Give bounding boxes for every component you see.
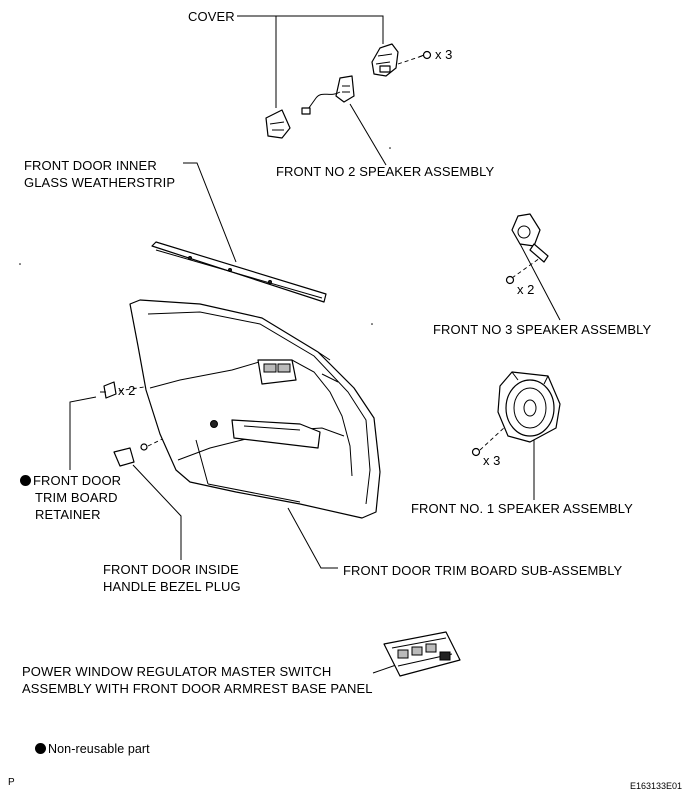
cover-part-2 <box>265 109 291 139</box>
weatherstrip-label-line2: GLASS WEATHERSTRIP <box>24 175 176 190</box>
front-no3-speaker <box>511 213 549 263</box>
legend: Non-reusable part <box>35 741 150 758</box>
glass-weatherstrip <box>151 241 327 303</box>
power-window-master-switch <box>383 631 461 677</box>
speaker1-screw-quantity: x 3 <box>483 453 501 468</box>
bezel-screw <box>140 443 148 451</box>
retainer-label-line2: TRIM BOARD <box>35 490 118 505</box>
trim-board-retainer <box>100 381 117 399</box>
non-reusable-legend-icon <box>35 743 46 754</box>
front-no1-speaker <box>497 371 561 443</box>
front-no1-speaker-label: FRONT NO. 1 SPEAKER ASSEMBLY <box>411 501 633 516</box>
weatherstrip-label-line1: FRONT DOOR INNER <box>24 158 157 173</box>
speaker3-screw <box>505 275 515 285</box>
leader-lines <box>69 15 561 674</box>
trim-board-label: FRONT DOOR TRIM BOARD SUB-ASSEMBLY <box>343 563 623 578</box>
bezel-plug-label-line2: HANDLE BEZEL PLUG <box>103 579 241 594</box>
cover-screw <box>418 50 432 60</box>
page-mark: P <box>8 777 15 788</box>
legend-text: Non-reusable part <box>48 742 150 756</box>
inside-handle-bezel-plug <box>113 447 135 467</box>
front-no3-speaker-label: FRONT NO 3 SPEAKER ASSEMBLY <box>433 322 652 337</box>
figure-id: E163133E01 <box>630 781 683 791</box>
cover-screw-quantity: x 3 <box>435 47 453 62</box>
retainer-label-text: FRONT DOOR <box>33 473 122 488</box>
speaker1-screw <box>471 447 481 457</box>
front-no2-speaker-label: FRONT NO 2 SPEAKER ASSEMBLY <box>276 164 495 179</box>
non-reusable-marker-icon <box>20 475 31 486</box>
retainer-label-line3: RETAINER <box>35 507 101 522</box>
speaker3-screw-quantity: x 2 <box>517 282 535 297</box>
master-switch-label-line1: POWER WINDOW REGULATOR MASTER SWITCH <box>22 664 332 679</box>
retainer-quantity: x 2 <box>118 383 136 398</box>
bezel-plug-label-line1: FRONT DOOR INSIDE <box>103 562 239 577</box>
front-no2-speaker <box>301 75 355 115</box>
cover-label: COVER <box>188 9 235 24</box>
master-switch-label-line2: ASSEMBLY WITH FRONT DOOR ARMREST BASE PA… <box>22 681 373 696</box>
front-door-trim-board <box>129 299 381 519</box>
retainer-label-line1: FRONT DOOR <box>20 472 121 489</box>
cover-part <box>371 43 399 77</box>
